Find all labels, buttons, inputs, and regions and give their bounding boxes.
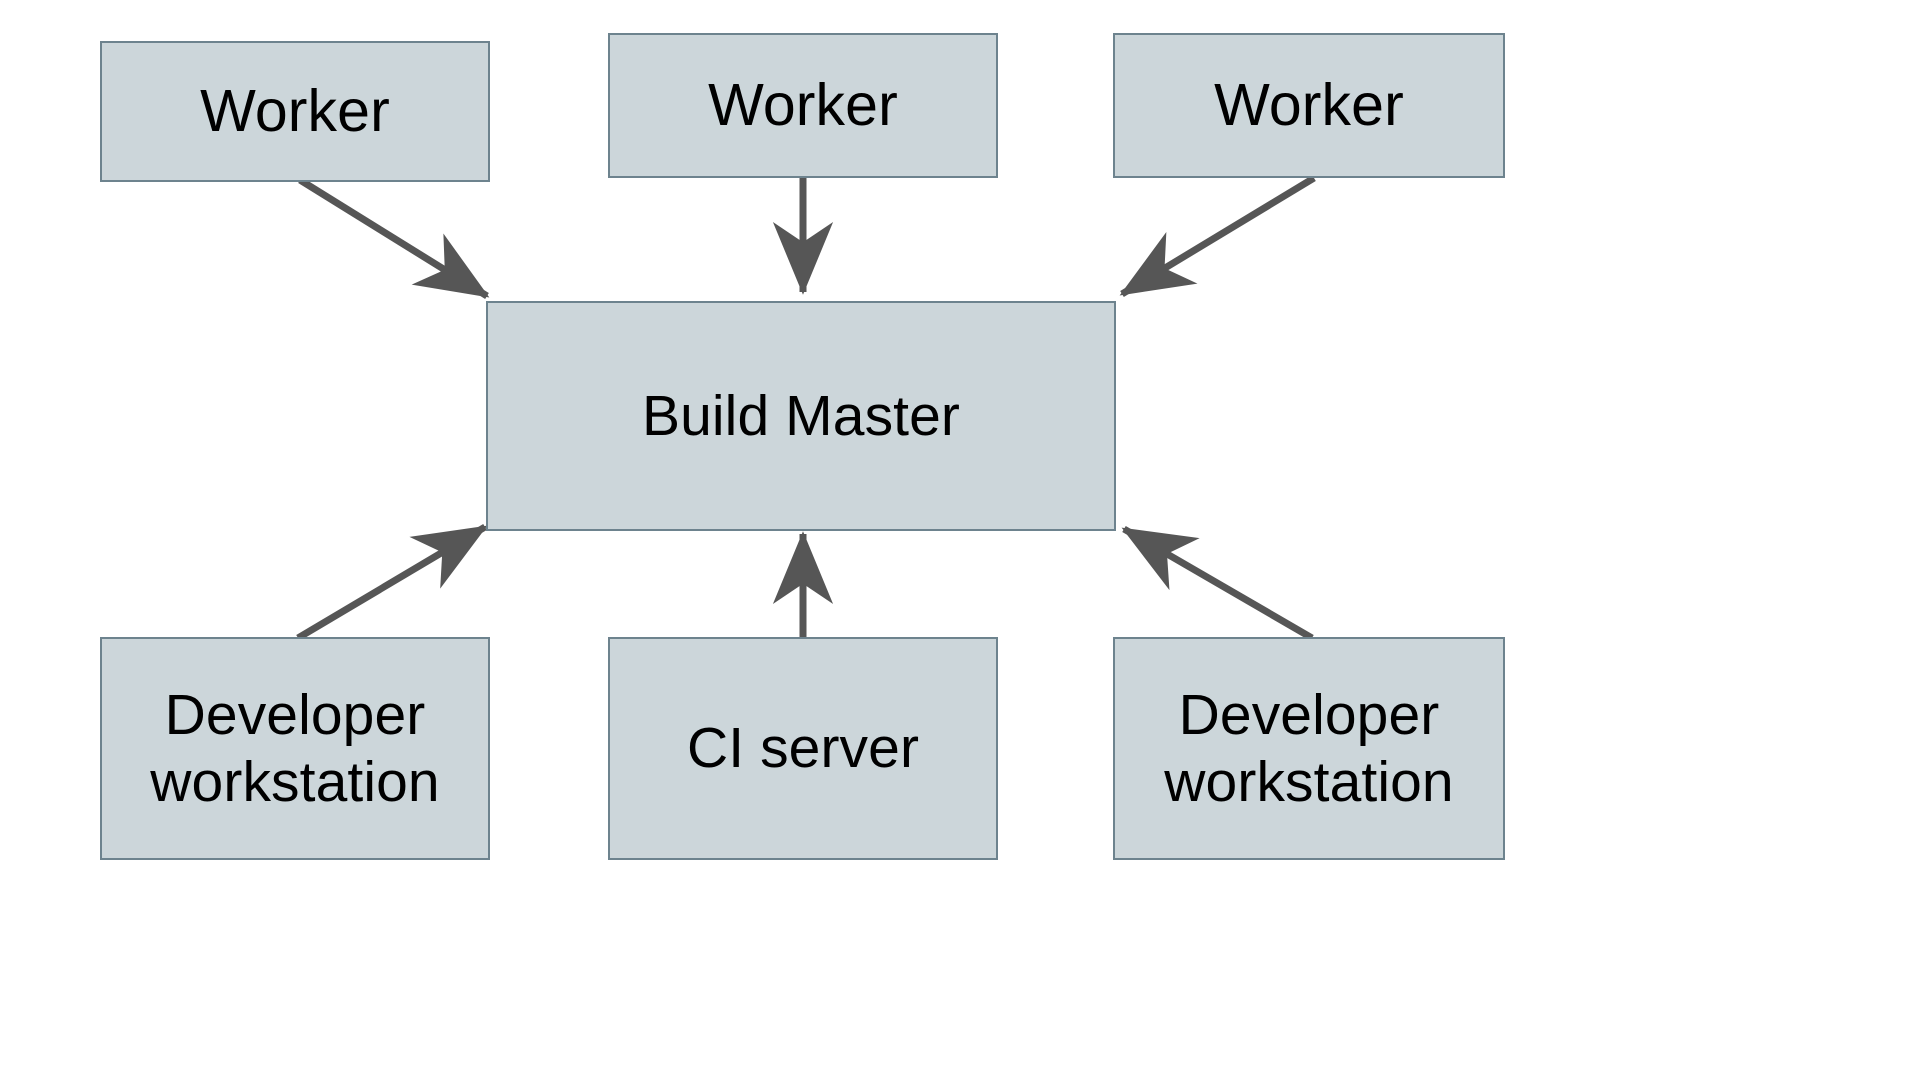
edge-dev-ws-1-to-build-master (296, 523, 488, 642)
node-developer-workstation-2[interactable]: Developer workstation (1113, 637, 1505, 860)
node-worker-2-label: Worker (708, 72, 898, 139)
node-build-master-label: Build Master (642, 383, 960, 448)
node-developer-workstation-1-label: Developer workstation (150, 683, 440, 814)
node-developer-workstation-2-label: Developer workstation (1164, 683, 1454, 814)
node-worker-1[interactable]: Worker (100, 41, 490, 182)
node-ci-server-label: CI server (686, 716, 920, 781)
node-ci-server[interactable]: CI server (608, 637, 998, 860)
node-worker-3-label: Worker (1214, 72, 1404, 139)
edge-worker-3-to-build-master (1119, 175, 1316, 297)
node-developer-workstation-1[interactable]: Developer workstation (100, 637, 490, 860)
node-worker-2[interactable]: Worker (608, 33, 998, 178)
node-worker-3[interactable]: Worker (1113, 33, 1505, 178)
edge-dev-ws-2-to-build-master (1121, 525, 1314, 642)
node-worker-1-label: Worker (200, 78, 390, 145)
node-build-master[interactable]: Build Master (486, 301, 1116, 531)
edge-worker-1-to-build-master (298, 177, 490, 299)
